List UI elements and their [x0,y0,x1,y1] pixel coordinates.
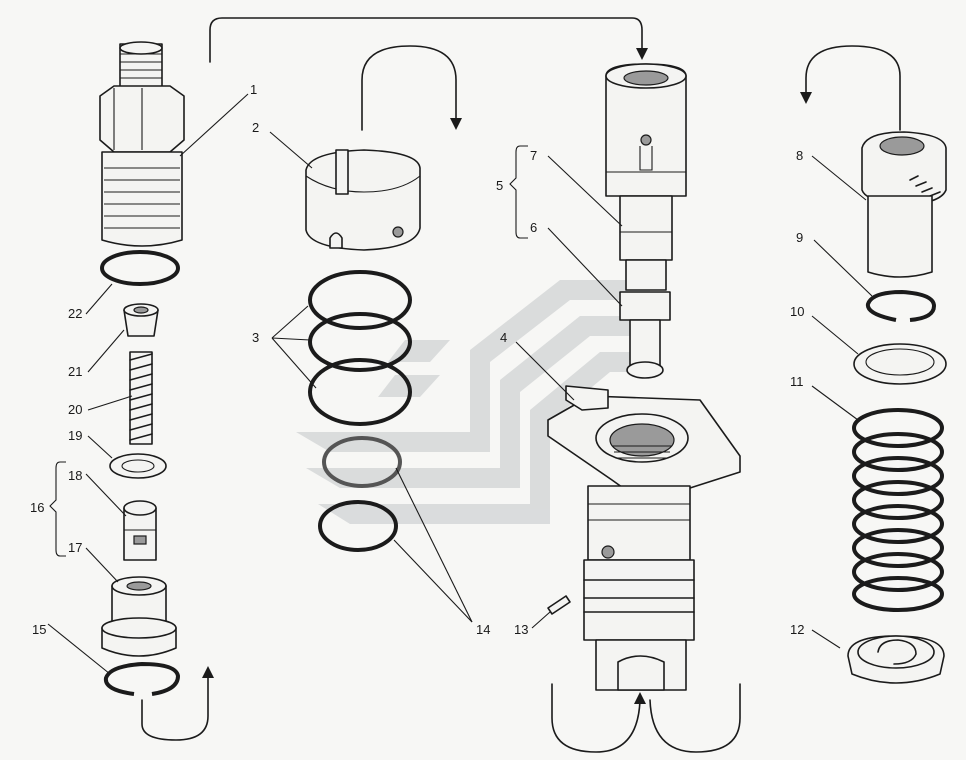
callout-8: 8 [796,148,803,163]
callout-9: 9 [796,230,803,245]
leader-lines [47,93,873,675]
callout-1: 1 [250,82,257,97]
callout-3: 3 [252,330,259,345]
assembly-arrows [141,17,901,753]
part-6-plunger [619,259,671,379]
callout-21: 21 [68,364,82,379]
callout-18: 18 [68,468,82,483]
callout-16: 16 [30,500,44,515]
callout-20: 20 [68,402,82,417]
callout-5: 5 [496,178,503,193]
part-12-lower-spring-seat [847,635,945,684]
callout-6: 6 [530,220,537,235]
callout-11: 11 [790,374,804,389]
part-3-o-rings [308,270,412,426]
part-13-pin [547,595,571,615]
part-19-washer [109,453,167,479]
part-17-valve-seat [101,576,177,657]
callout-14: 14 [476,622,490,637]
callout-labels: 1 2 3 4 5 6 7 8 9 10 11 12 13 14 15 16 1… [30,82,804,637]
part-1-valve-holder [99,41,185,247]
callout-12: 12 [790,622,804,637]
callout-17: 17 [68,540,82,555]
part-14-seal-rings [318,436,402,552]
callout-7: 7 [530,148,537,163]
part-10-spring-seat [853,343,947,385]
callout-22: 22 [68,306,82,321]
callout-15: 15 [32,622,46,637]
part-20-spring [129,351,153,445]
callout-2: 2 [252,120,259,135]
part-7-plunger-barrel [605,63,687,261]
part-8-gear-sleeve [861,131,947,278]
callout-10: 10 [790,304,804,319]
callout-13: 13 [514,622,528,637]
callout-4: 4 [500,330,507,345]
part-11-plunger-spring [852,408,944,612]
part-15-snap-ring [103,661,181,696]
part-9-snap-ring [865,289,937,322]
part-21-valve-cap [123,303,159,337]
part-18-delivery-valve [123,500,157,561]
part-22-o-ring [100,250,180,286]
callout-19: 19 [68,428,82,443]
part-2-sleeve [305,149,421,251]
part-4-flange-housing [547,385,741,691]
